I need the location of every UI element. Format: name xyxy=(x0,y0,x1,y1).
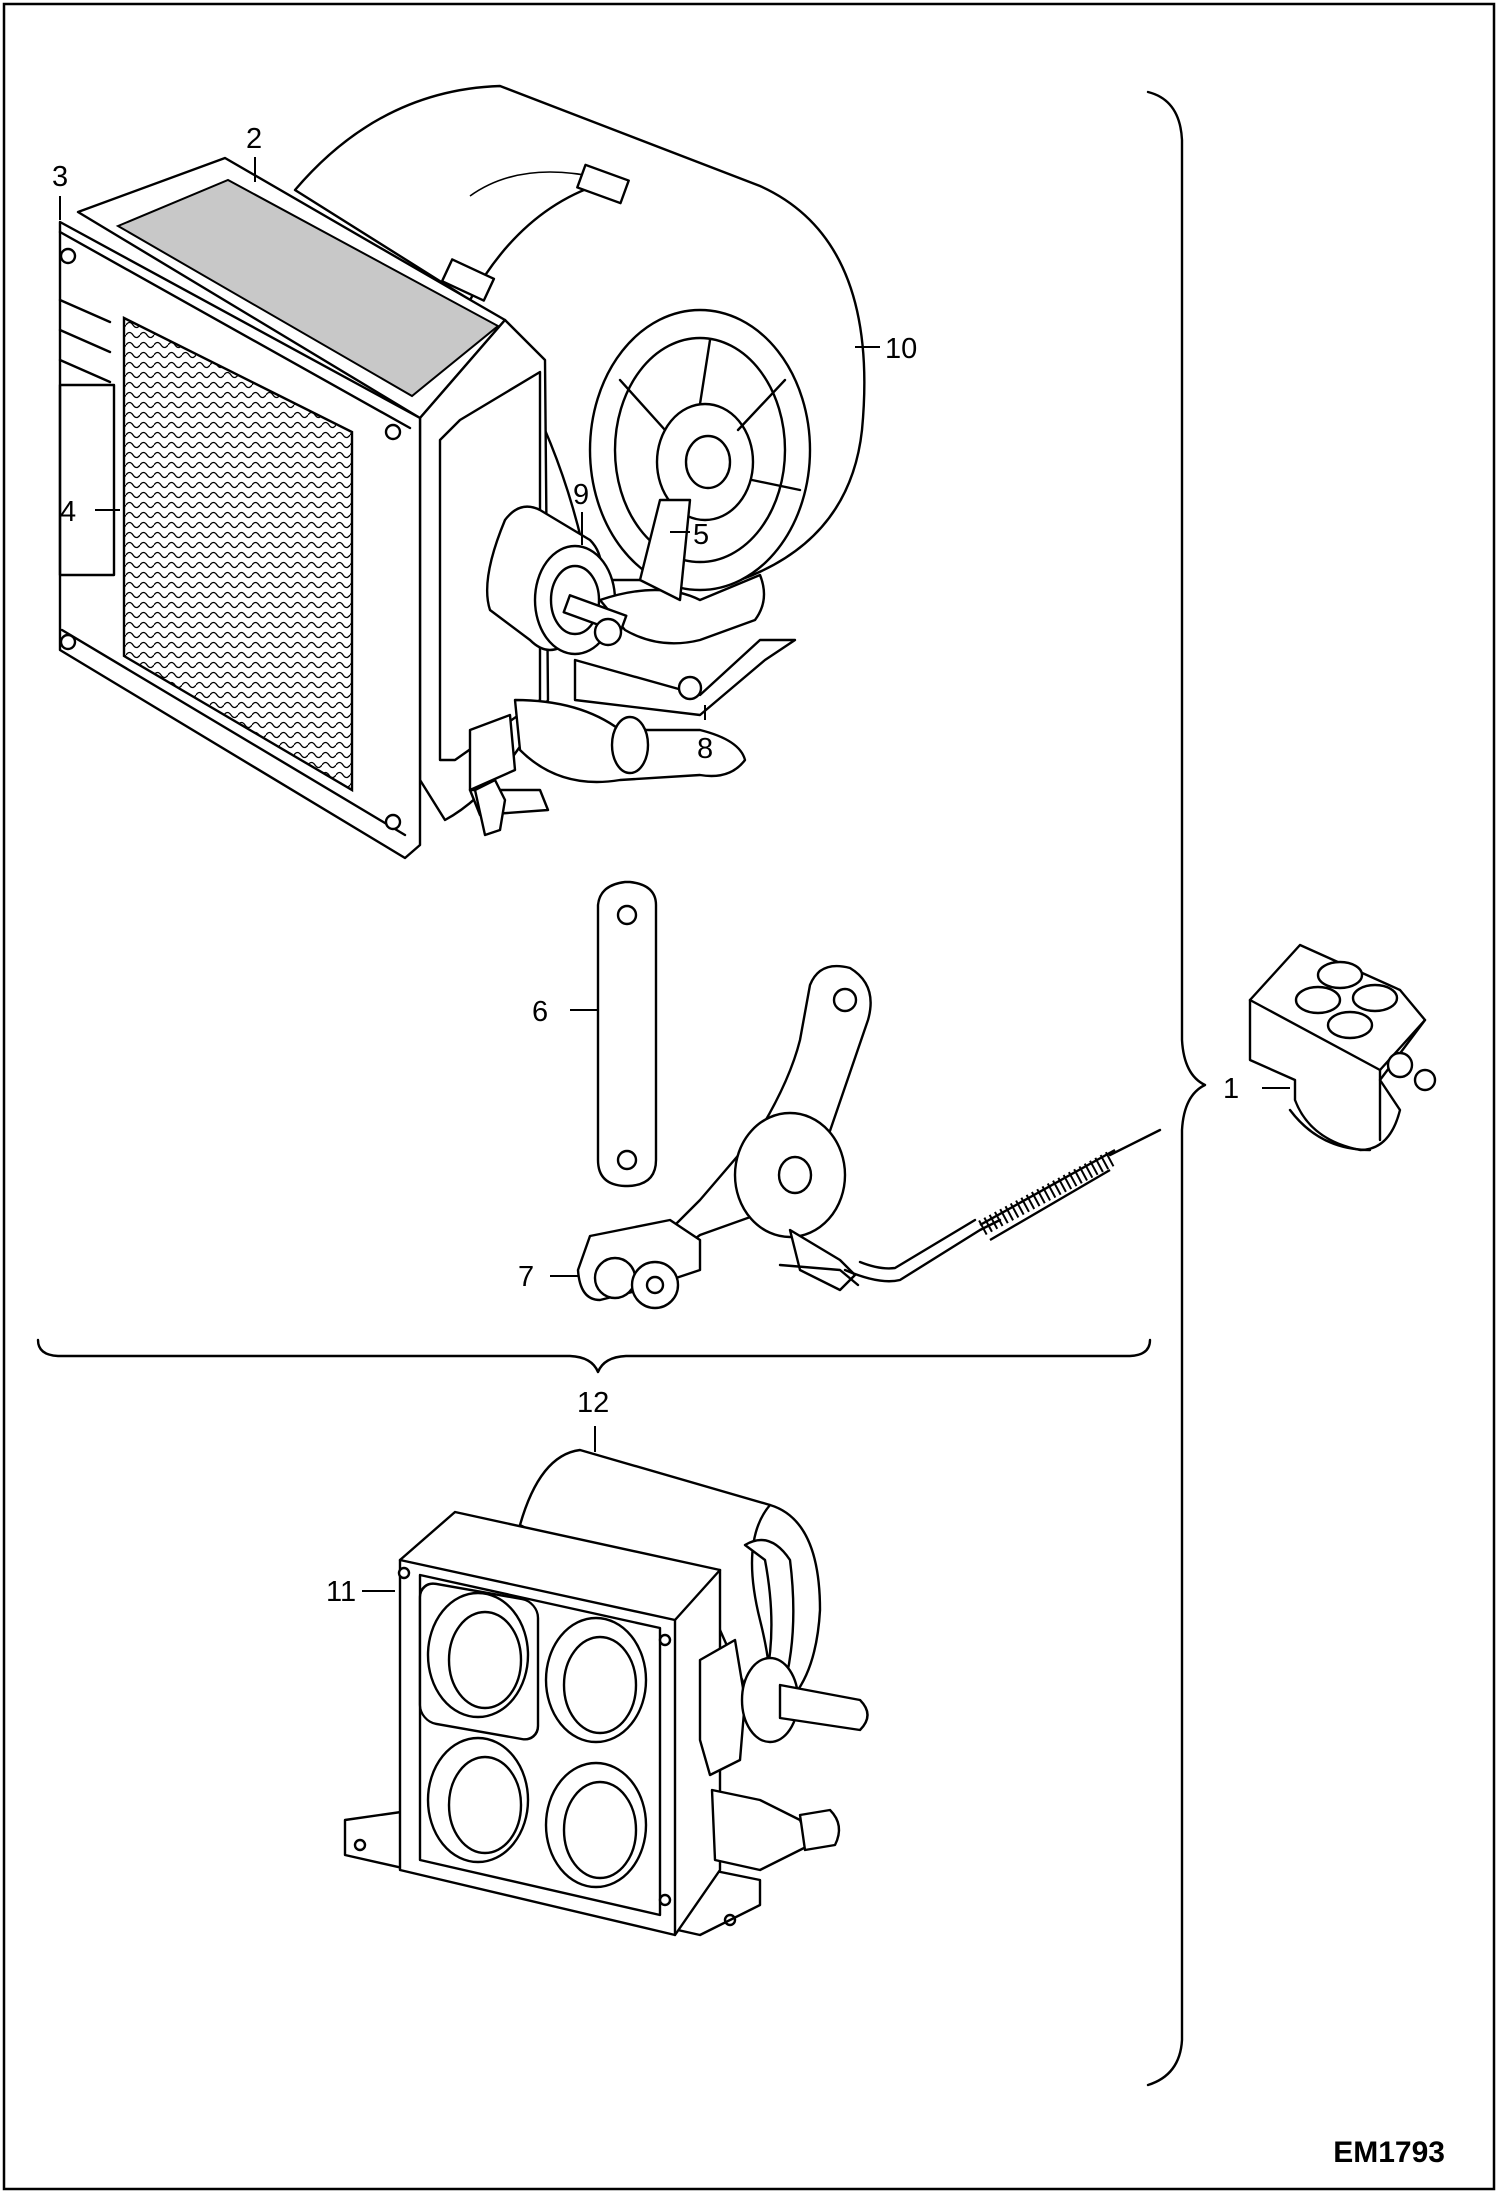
callout-5: 5 xyxy=(693,519,709,551)
callout-1: 1 xyxy=(1223,1073,1239,1105)
callout-2: 2 xyxy=(246,123,262,155)
callout-11: 11 xyxy=(326,1576,356,1608)
vertical-brace xyxy=(1146,90,1207,2087)
callout-6: 6 xyxy=(532,996,548,1028)
callout-4: 4 xyxy=(60,496,76,528)
callout-12: 12 xyxy=(577,1387,609,1419)
link-bar xyxy=(596,880,658,1188)
leader-lines xyxy=(59,157,1290,1592)
outlet-blower-unit xyxy=(343,1448,869,1937)
callout-9: 9 xyxy=(573,479,589,511)
callout-10: 10 xyxy=(885,333,917,365)
lever-with-cable xyxy=(576,964,1162,1310)
control-switch xyxy=(1248,943,1437,1152)
heater-assembly xyxy=(58,84,866,860)
callout-8: 8 xyxy=(697,733,713,765)
figure-id: EM1793 xyxy=(1333,2136,1445,2169)
callout-7: 7 xyxy=(518,1261,534,1293)
callout-3: 3 xyxy=(52,161,68,193)
horizontal-brace xyxy=(36,1338,1152,1374)
